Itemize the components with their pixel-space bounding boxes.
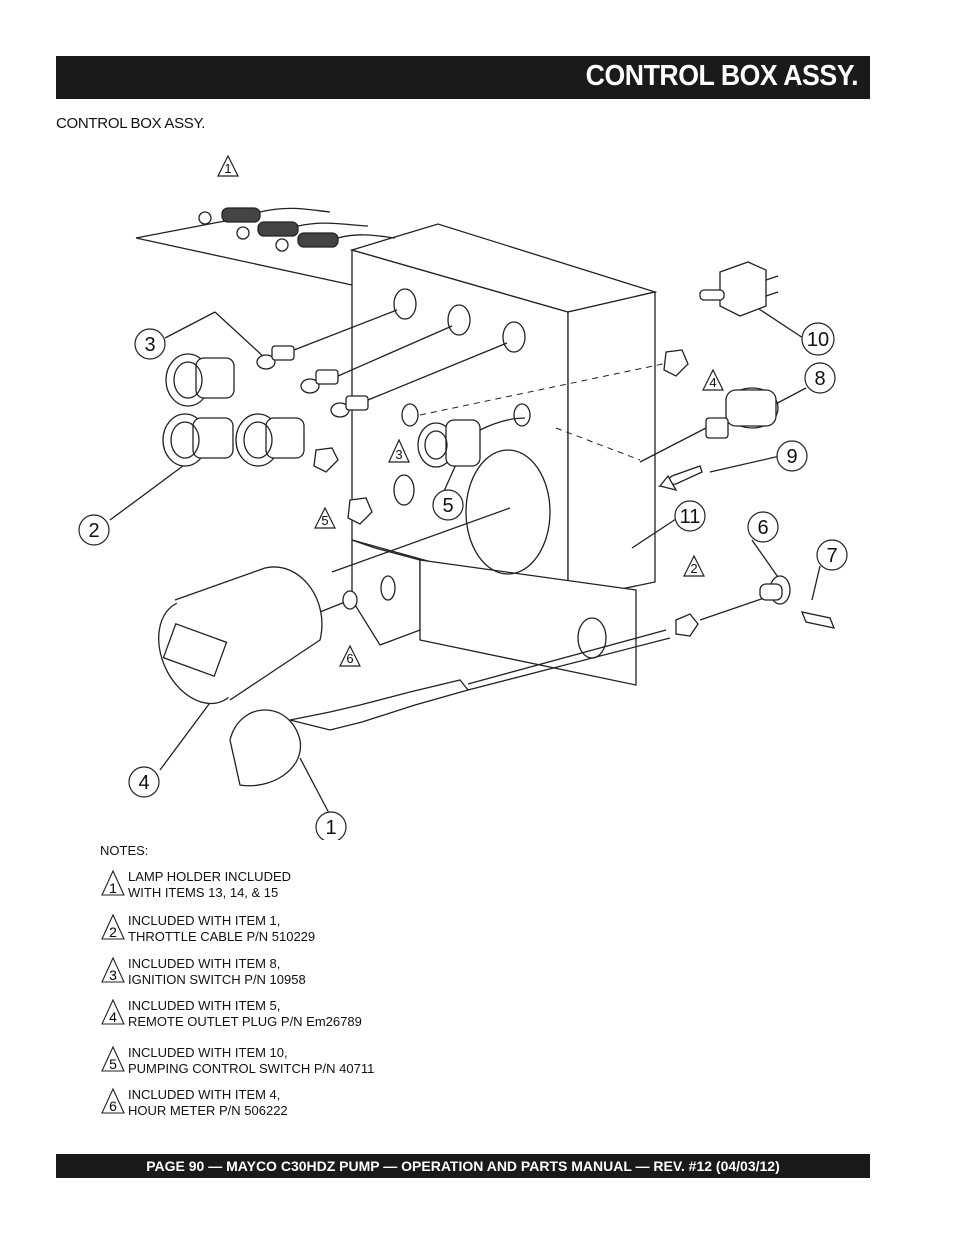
note-5-triangle: 5 (101, 1045, 125, 1072)
note-2-line2: THROTTLE CABLE P/N 510229 (128, 929, 316, 944)
callout-3-circle (134, 328, 166, 360)
ignition-switch (639, 387, 779, 463)
control-box-side (567, 291, 656, 601)
note-item: 6 INCLUDED WITH ITEM 4, HOUR METER P/N 5… (100, 1087, 520, 1123)
note-ref-1: 1 (224, 161, 231, 176)
box-hole-3 (502, 321, 526, 353)
indicator-lamp-2 (162, 413, 234, 467)
note-3-line1: INCLUDED WITH ITEM 8, (128, 956, 281, 971)
note-ref-5: 5 (321, 513, 328, 528)
callout-6-circle (747, 511, 779, 543)
mounting-plate (419, 559, 637, 686)
callout-5: 5 (442, 495, 453, 517)
notes-heading: NOTES: (100, 843, 149, 858)
callout-8: 8 (814, 368, 825, 390)
box-hole-1 (393, 288, 417, 320)
note-ref-3: 3 (395, 447, 402, 462)
box-hole-6 (393, 474, 415, 506)
note-6-line1: INCLUDED WITH ITEM 4, (128, 1087, 281, 1102)
callout-2-circle (78, 514, 110, 546)
note-ref-5-triangle (314, 506, 336, 529)
callout-10-circle (801, 322, 835, 356)
box-hole-4 (401, 403, 419, 427)
note-6-triangle: 6 (101, 1087, 125, 1114)
callout-5-circle (432, 489, 464, 521)
note-ref-1-triangle (217, 154, 239, 177)
note-2-triangle: 2 (101, 913, 125, 940)
note-1-line2: WITH ITEMS 13, 14, & 15 (128, 885, 279, 900)
note-2-number: 2 (109, 924, 117, 940)
section-label: CONTROL BOX ASSY. (56, 115, 206, 132)
note-3-number: 3 (109, 967, 117, 983)
note-3-line2: IGNITION SWITCH P/N 10958 (128, 972, 306, 987)
indicator-lamp-3 (235, 413, 305, 467)
callout-6: 6 (757, 517, 768, 539)
callout-7: 7 (826, 545, 837, 567)
box-hole-2 (447, 304, 471, 336)
callout-1-circle (315, 811, 347, 840)
note-ref-3-triangle (388, 438, 410, 463)
callout-9: 9 (786, 446, 797, 468)
ignition-key (657, 465, 703, 492)
remote-outlet-plug (417, 417, 526, 468)
bracket-hole (380, 575, 396, 601)
box-hole-5 (513, 403, 531, 427)
note-4-line2: REMOTE OUTLET PLUG P/N Em26789 (128, 1014, 362, 1029)
callout-11: 11 (680, 506, 701, 528)
callout-4-circle (128, 766, 160, 798)
note-ref-2: 2 (690, 561, 697, 576)
note-5-line1: INCLUDED WITH ITEM 10, (128, 1045, 288, 1060)
header-bar: CONTROL BOX ASSY. (56, 56, 870, 99)
note-ref-6-triangle (339, 644, 361, 667)
nut-3 (347, 497, 373, 525)
meter-collar (342, 590, 358, 610)
note-ref-4: 4 (709, 375, 716, 390)
callout-1: 1 (325, 817, 336, 839)
note-item: 1 LAMP HOLDER INCLUDED WITH ITEMS 13, 14… (100, 869, 520, 905)
note-5-number: 5 (109, 1056, 117, 1072)
note-item: 3 INCLUDED WITH ITEM 8, IGNITION SWITCH … (100, 956, 520, 992)
note-4-triangle: 4 (101, 998, 125, 1025)
lamp-holder-group (198, 207, 396, 252)
note-6-number: 6 (109, 1098, 117, 1114)
note-4-line1: INCLUDED WITH ITEM 5, (128, 998, 281, 1013)
note-item: 5 INCLUDED WITH ITEM 10, PUMPING CONTROL… (100, 1045, 520, 1081)
note-2-line1: INCLUDED WITH ITEM 1, (128, 913, 281, 928)
callout-11-circle (674, 500, 706, 532)
callout-10: 10 (807, 329, 829, 351)
hour-meter (158, 507, 511, 705)
note-1-triangle: 1 (101, 869, 125, 896)
indicator-lamp-1 (165, 353, 235, 407)
collet-screw (759, 575, 836, 629)
note-6-line2: HOUR METER P/N 506222 (128, 1103, 288, 1118)
page-title: CONTROL BOX ASSY. (585, 60, 859, 92)
note-item: 2 INCLUDED WITH ITEM 1, THROTTLE CABLE P… (100, 913, 520, 949)
callout-2: 2 (88, 520, 99, 542)
note-5-line2: PUMPING CONTROL SWITCH P/N 40711 (128, 1061, 375, 1076)
note-1-number: 1 (109, 880, 117, 896)
nut-4 (663, 349, 689, 377)
control-box-diagram: 1 2 3 4 5 6 3 2 4 1 5 10 8 9 11 6 7 (78, 154, 848, 840)
note-ref-4-triangle (702, 368, 724, 391)
callout-8-circle (804, 362, 836, 394)
nut-5 (313, 447, 339, 473)
footer-text: PAGE 90 — MAYCO C30HDZ PUMP — OPERATION … (146, 1158, 780, 1174)
callout-9-circle (776, 440, 808, 472)
note-4-number: 4 (109, 1009, 117, 1025)
callout-7-circle (816, 539, 848, 571)
toggle-switch (699, 261, 779, 317)
footer-bar: PAGE 90 — MAYCO C30HDZ PUMP — OPERATION … (56, 1154, 870, 1178)
note-ref-6: 6 (346, 651, 353, 666)
bulbs (256, 309, 508, 418)
callout-3: 3 (144, 334, 155, 356)
callout-4: 4 (138, 772, 149, 794)
note-3-triangle: 3 (101, 956, 125, 983)
hour-meter-hole (465, 449, 551, 575)
note-item: 4 INCLUDED WITH ITEM 5, REMOTE OUTLET PL… (100, 998, 520, 1034)
note-1-line1: LAMP HOLDER INCLUDED (128, 869, 292, 884)
throttle-cable (229, 595, 771, 787)
notes-section: NOTES: 1 LAMP HOLDER INCLUDED WITH ITEMS… (100, 843, 520, 1133)
note-ref-2-triangle (683, 554, 705, 577)
